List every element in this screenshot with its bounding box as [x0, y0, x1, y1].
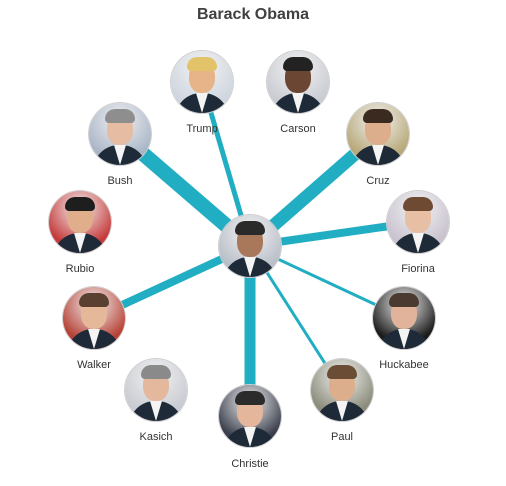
node-label-trump: Trump — [186, 123, 218, 135]
hair-shape — [141, 365, 171, 379]
hair-shape — [65, 197, 95, 211]
node-label-christie: Christie — [231, 458, 269, 470]
hair-shape — [389, 293, 419, 307]
hair-shape — [283, 57, 313, 71]
portrait-photo-obama[interactable] — [219, 215, 281, 277]
node-label-paul: Paul — [330, 431, 354, 443]
hair-shape — [363, 109, 393, 123]
portrait-photo-paul[interactable] — [311, 359, 373, 421]
hair-shape — [403, 197, 433, 211]
portrait-photo-christie[interactable] — [219, 385, 281, 447]
node-label-rubio: Rubio — [65, 263, 95, 275]
portrait-photo-rubio[interactable] — [49, 191, 111, 253]
hair-shape — [327, 365, 357, 379]
node-label-kasich: Kasich — [139, 431, 173, 443]
node-label-bush: Bush — [107, 175, 133, 187]
portrait-photo-carson[interactable] — [267, 51, 329, 113]
portrait-photo-cruz[interactable] — [347, 103, 409, 165]
node-label-carson: Carson — [280, 123, 316, 135]
portrait-photo-huckabee[interactable] — [373, 287, 435, 349]
hair-shape — [187, 57, 217, 71]
portrait-photo-fiorina[interactable] — [387, 191, 449, 253]
hair-shape — [235, 221, 265, 235]
node-label-huckabee: Huckabee — [379, 359, 429, 371]
hair-shape — [79, 293, 109, 307]
portrait-photo-trump[interactable] — [171, 51, 233, 113]
node-label-walker: Walker — [77, 359, 111, 371]
portrait-photo-bush[interactable] — [89, 103, 151, 165]
diagram-title: Barack Obama — [196, 6, 310, 23]
node-label-fiorina: Fiorina — [401, 263, 435, 275]
portrait-photo-walker[interactable] — [63, 287, 125, 349]
node-label-cruz: Cruz — [366, 175, 390, 187]
hair-shape — [105, 109, 135, 123]
portrait-photo-kasich[interactable] — [125, 359, 187, 421]
hair-shape — [235, 391, 265, 405]
